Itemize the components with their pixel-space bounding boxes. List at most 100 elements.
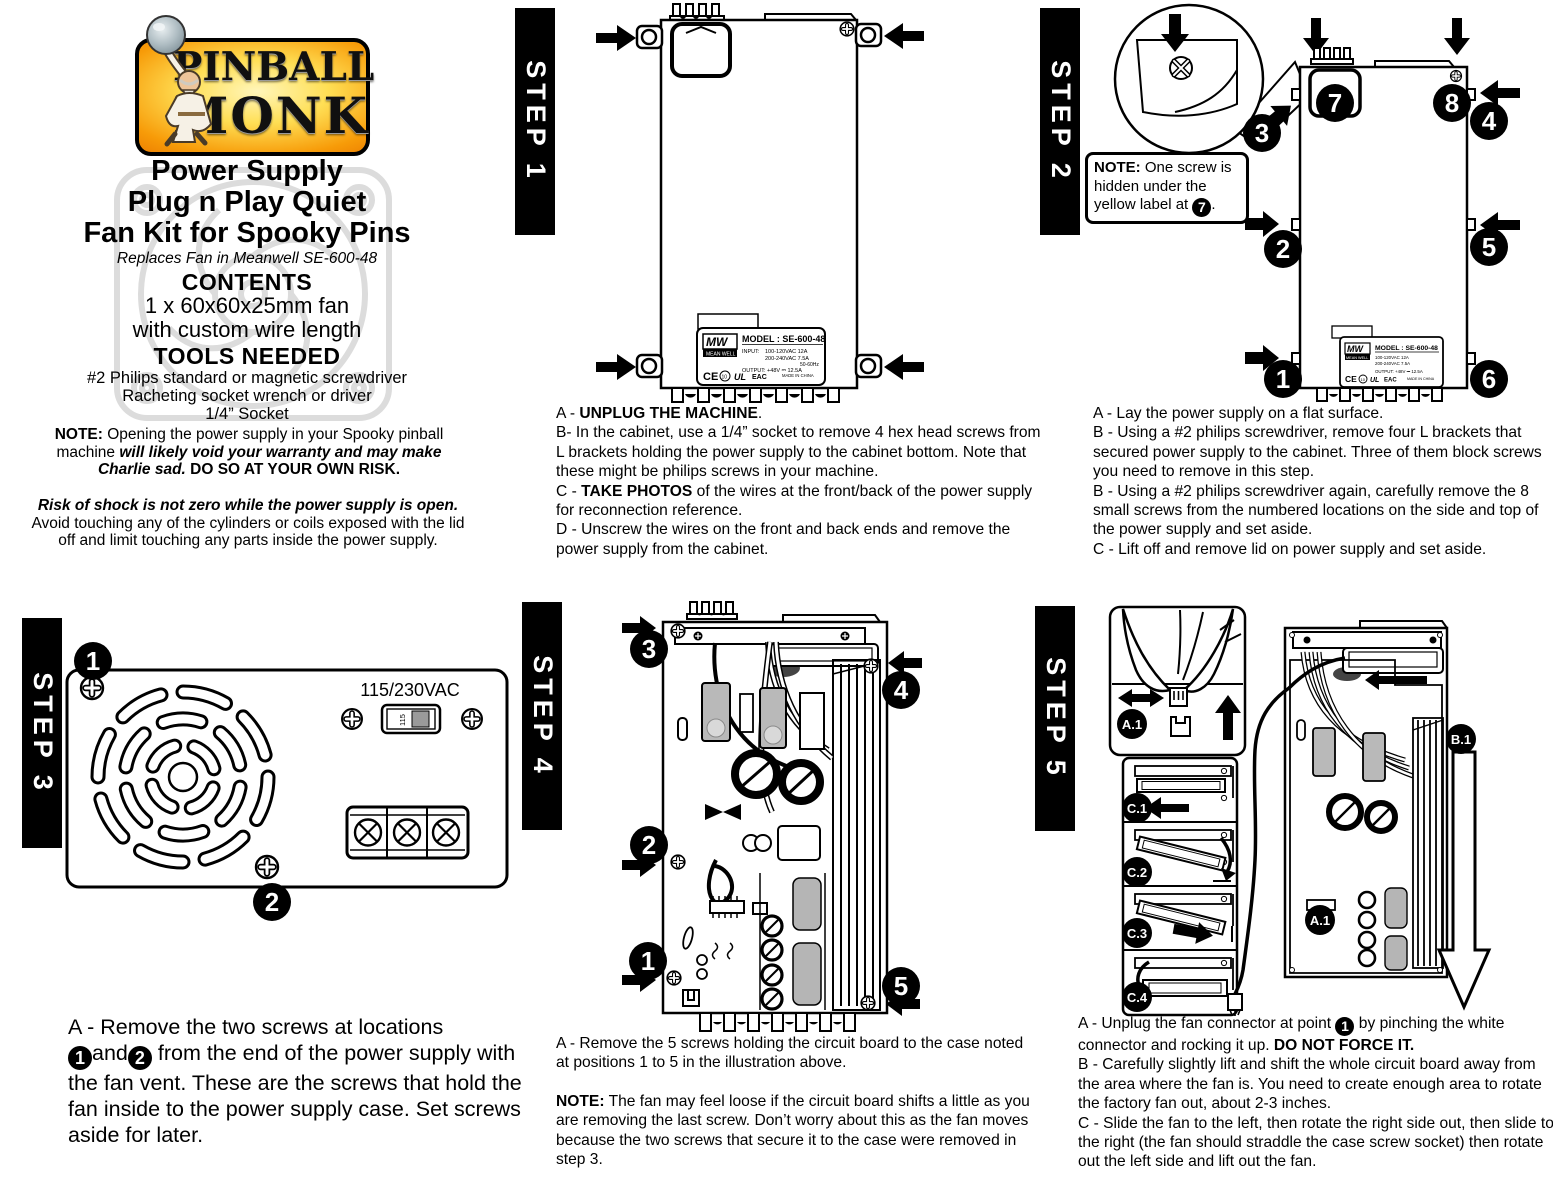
svg-text:200-240VAC 7.5A: 200-240VAC 7.5A bbox=[1375, 361, 1410, 366]
tool-line-2: Racheting socket wrench or driver bbox=[122, 387, 372, 406]
callout-1: 1 bbox=[74, 642, 112, 680]
svg-text:UL: UL bbox=[1370, 377, 1379, 384]
callout-b1: B.1 bbox=[1446, 724, 1476, 754]
svg-text:MW: MW bbox=[706, 335, 729, 349]
meanwell-label: MW MEAN WELL MODEL : SE-600-48 INPUT: 10… bbox=[696, 313, 826, 386]
svg-text:10: 10 bbox=[722, 375, 728, 381]
callout-c4: C.4 bbox=[1122, 982, 1152, 1012]
svg-text:115: 115 bbox=[398, 714, 407, 726]
badge-7-inline: 7 bbox=[1192, 198, 1212, 217]
callout-4: 4 bbox=[1470, 102, 1508, 140]
contents-line-1: 1 x 60x60x25mm fan bbox=[144, 293, 350, 319]
callout-4: 4 bbox=[882, 671, 920, 709]
title-line-1: Power Supply bbox=[151, 155, 343, 187]
case-lip bbox=[1359, 620, 1448, 629]
callout-1: 1 bbox=[1264, 360, 1302, 398]
subtitle: Replaces Fan in Meanwell SE-600-48 bbox=[116, 250, 378, 268]
step3-instructions: A - Remove the two screws at locations 1… bbox=[68, 1015, 522, 1147]
svg-text:MEAN WELL: MEAN WELL bbox=[706, 352, 736, 358]
top-screw-arrows bbox=[1303, 18, 1470, 55]
logo-word-pinball: PINBALL bbox=[173, 44, 375, 90]
tool-line-1: #2 Philips standard or magnetic screwdri… bbox=[86, 369, 408, 388]
screw-icon bbox=[79, 675, 105, 701]
step5-banner: STEP 5 bbox=[1035, 606, 1075, 831]
l-brackets bbox=[635, 22, 883, 379]
svg-text:50-60Hz: 50-60Hz bbox=[800, 362, 819, 368]
case-lip bbox=[1374, 60, 1455, 68]
callout-a1-board: A.1 bbox=[1305, 905, 1335, 935]
psu-latch bbox=[670, 22, 732, 78]
case-lip bbox=[764, 13, 857, 21]
monk-illustration bbox=[146, 15, 213, 147]
bracket-arrows bbox=[596, 23, 924, 380]
callout-2: 2 bbox=[1264, 230, 1302, 268]
heatsink bbox=[832, 659, 881, 1011]
svg-text:OUTPUT: +48V ⎓ 12.5A: OUTPUT: +48V ⎓ 12.5A bbox=[742, 368, 802, 374]
lift-direction-arrow bbox=[1436, 750, 1492, 1011]
title-line-2: Plug n Play Quiet bbox=[127, 186, 367, 219]
step5-diagram-fan-removal bbox=[1108, 605, 1492, 1017]
callout-8: 8 bbox=[1433, 84, 1471, 122]
fan-vent bbox=[90, 684, 276, 870]
shock-risk-note: Risk of shock is not zero while the powe… bbox=[31, 497, 465, 550]
step2-instructions: A - Lay the power supply on a flat surfa… bbox=[1093, 405, 1542, 558]
callout-3: 3 bbox=[630, 630, 668, 668]
callout-1: 1 bbox=[629, 942, 667, 980]
callout-a1-inset: A.1 bbox=[1117, 709, 1147, 739]
mounting-bracket bbox=[1292, 631, 1442, 649]
voltage-switch: 115 bbox=[380, 703, 442, 735]
contents-heading: CONTENTS bbox=[181, 268, 313, 295]
terminal-posts bbox=[1310, 47, 1354, 65]
pinball-icon bbox=[146, 15, 186, 55]
fan-rotation-sequence bbox=[1121, 756, 1239, 1017]
fan-watermark bbox=[114, 167, 392, 421]
terminal-posts bbox=[686, 601, 738, 620]
tools-heading: TOOLS NEEDED bbox=[153, 343, 341, 370]
mounting-bracket bbox=[674, 627, 866, 645]
screw-icon bbox=[1449, 69, 1463, 83]
hidden-screw-note: NOTE: One screw is hidden under the yell… bbox=[1085, 152, 1249, 224]
badge-1-inline: 1 bbox=[68, 1046, 92, 1070]
svg-text:200-240VAC 7.5A: 200-240VAC 7.5A bbox=[765, 356, 809, 362]
side-screw-posts bbox=[1291, 88, 1476, 365]
tool-line-3: 1/4” Socket bbox=[205, 405, 289, 424]
callout-6: 6 bbox=[1470, 360, 1508, 398]
svg-text:OUTPUT: +48V ⎓ 12.5A: OUTPUT: +48V ⎓ 12.5A bbox=[1375, 369, 1423, 374]
svg-text:MODEL : SE-600-48: MODEL : SE-600-48 bbox=[1375, 345, 1438, 352]
monk-body bbox=[164, 70, 213, 147]
svg-text:MEAN WELL: MEAN WELL bbox=[1346, 356, 1368, 360]
contents-line-2: with custom wire length bbox=[132, 317, 362, 343]
svg-text:100-120VAC 12A: 100-120VAC 12A bbox=[1375, 355, 1409, 360]
svg-text:MODEL : SE-600-48: MODEL : SE-600-48 bbox=[742, 334, 825, 344]
badge-1-inline: 1 bbox=[1335, 1017, 1355, 1036]
svg-text:10: 10 bbox=[1361, 377, 1366, 382]
step3-banner: STEP 3 bbox=[22, 618, 62, 848]
svg-text:UL: UL bbox=[734, 372, 746, 382]
callout-c3: C.3 bbox=[1122, 918, 1152, 948]
warranty-note: NOTE: Opening the power supply in your S… bbox=[54, 426, 444, 479]
callout-5: 5 bbox=[882, 967, 920, 1005]
meanwell-label: MW MEAN WELL MODEL : SE-600-48 100-120VA… bbox=[1331, 325, 1444, 388]
screw-icon bbox=[341, 708, 363, 730]
board-components bbox=[677, 682, 826, 1011]
callout-2: 2 bbox=[630, 826, 668, 864]
callout-5: 5 bbox=[1470, 228, 1508, 266]
svg-text:MW: MW bbox=[1347, 344, 1364, 354]
terminal-posts bbox=[669, 3, 725, 22]
step1-banner: STEP 1 bbox=[515, 8, 555, 235]
shifted-circuit-board bbox=[1227, 620, 1449, 1016]
svg-text:INPUT:: INPUT: bbox=[742, 349, 760, 355]
case-lip bbox=[782, 614, 881, 623]
title-line-3: Fan Kit for Spooky Pins bbox=[83, 217, 411, 250]
svg-text:CE: CE bbox=[703, 371, 718, 383]
fan-cable bbox=[1233, 656, 1346, 995]
fan-connector bbox=[1227, 993, 1243, 1016]
badge-2-inline: 2 bbox=[127, 1046, 152, 1070]
step2-banner: STEP 2 bbox=[1040, 8, 1080, 235]
step1-instructions: A - UNPLUG THE MACHINE. B- In the cabine… bbox=[556, 405, 1041, 558]
callout-c1: C.1 bbox=[1122, 793, 1152, 823]
step5-instructions: A - Unplug the fan connector at point 1 … bbox=[1078, 1015, 1553, 1171]
screw-icon bbox=[254, 854, 280, 880]
svg-text:EAC: EAC bbox=[752, 374, 767, 381]
bracket-screws bbox=[693, 631, 850, 641]
